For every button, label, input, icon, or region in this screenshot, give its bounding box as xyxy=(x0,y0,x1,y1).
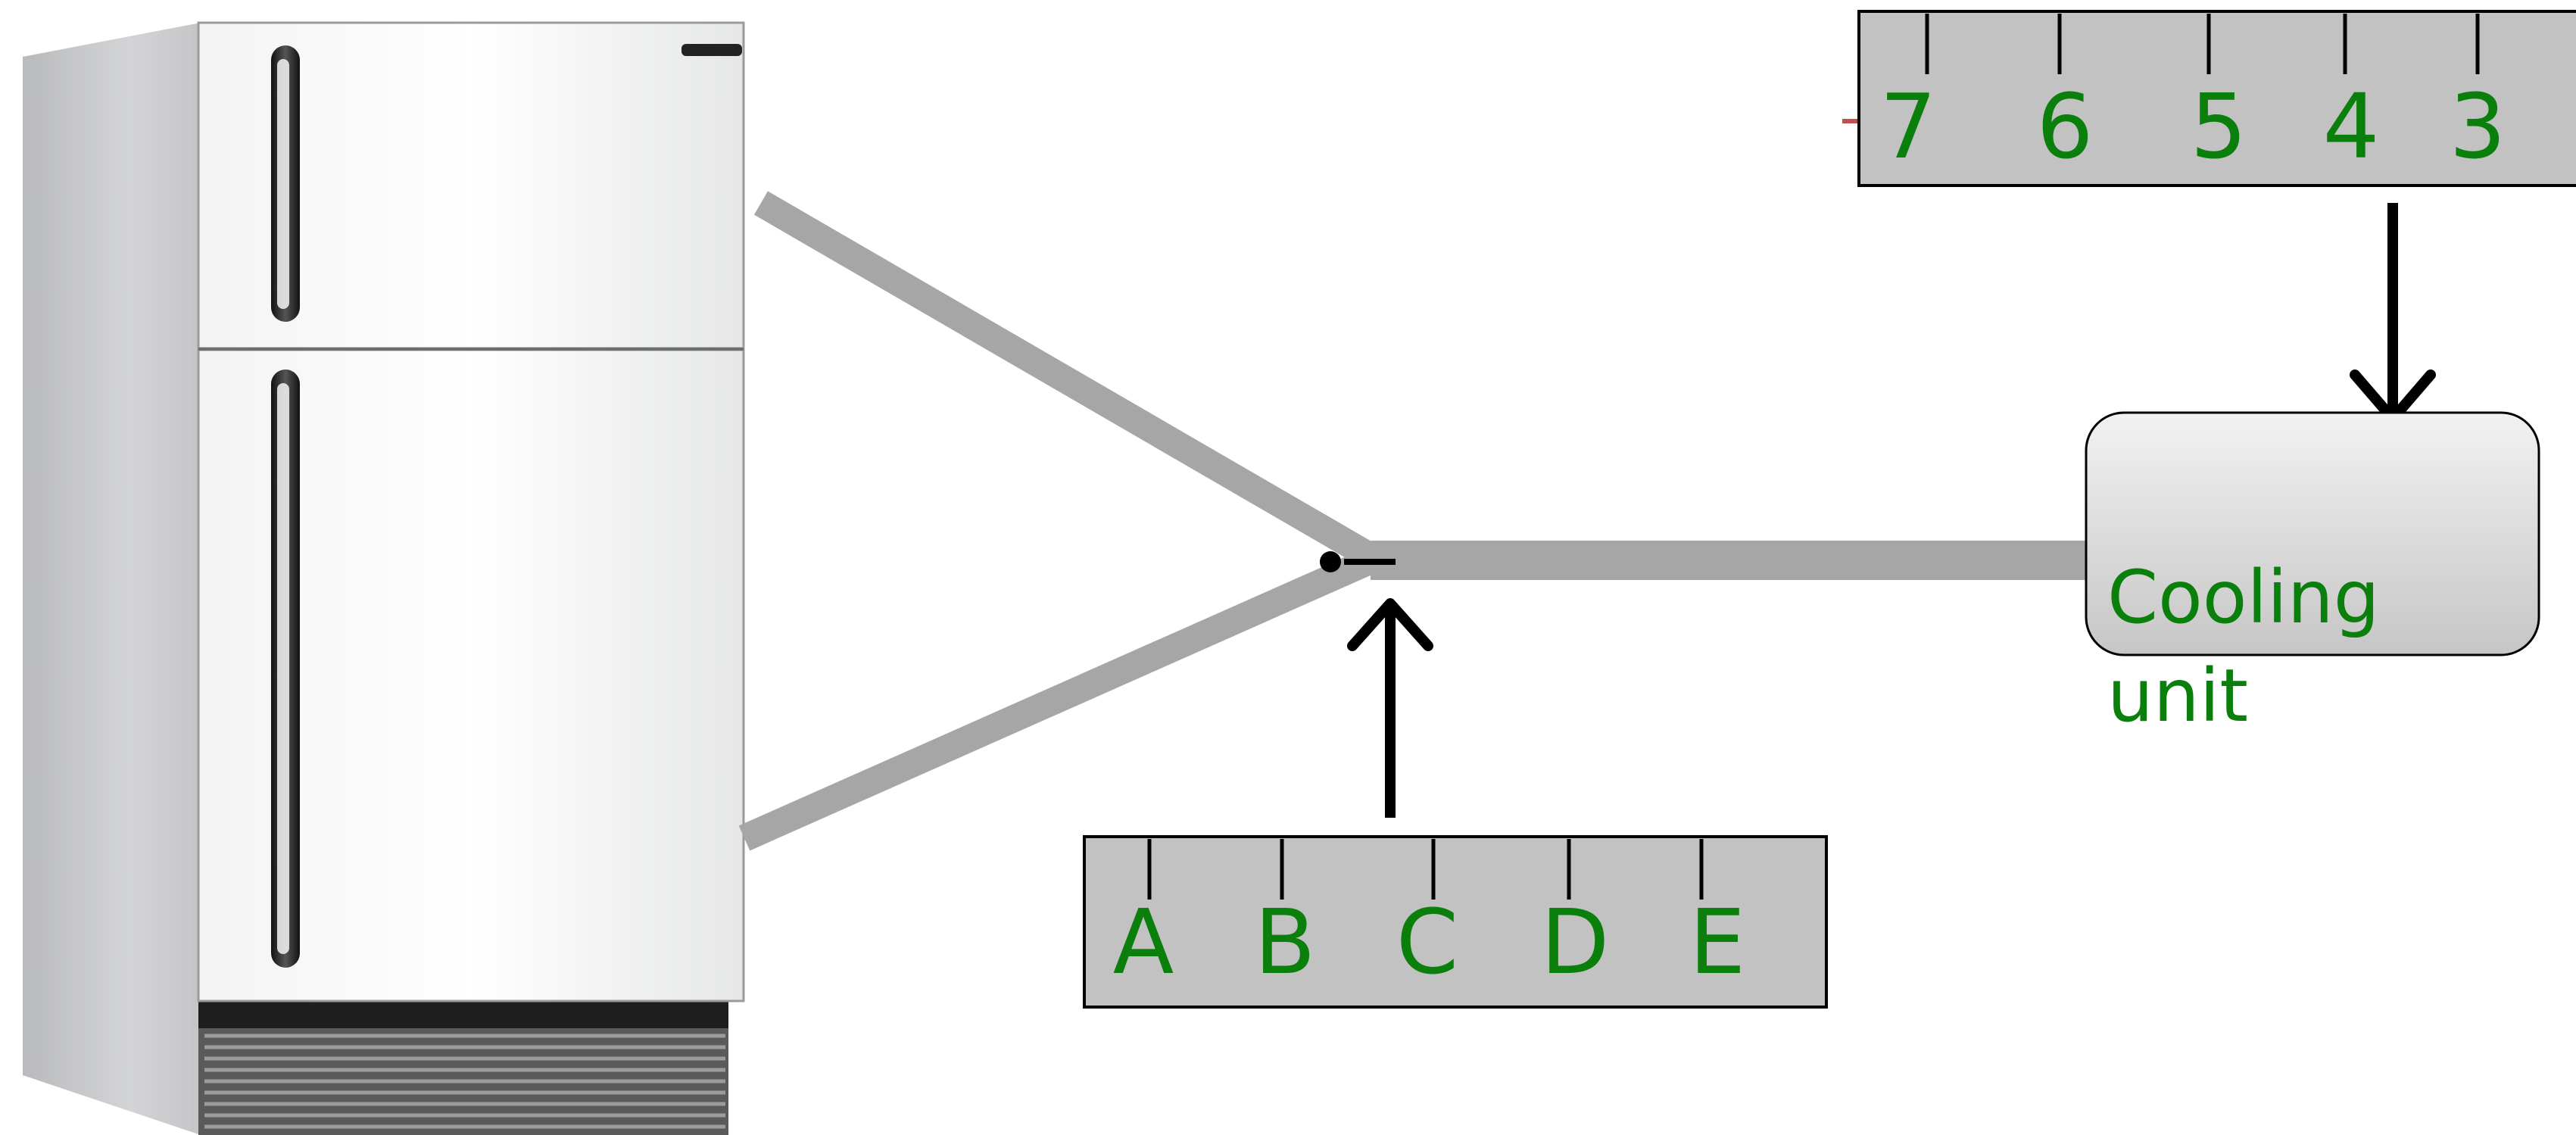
cooling-unit-label-line2: unit xyxy=(2107,653,2248,738)
fridge-side-panel xyxy=(23,23,201,1135)
cooling-unit: Cooling unit xyxy=(2085,411,2540,738)
letter-label-d: D xyxy=(1541,890,1610,994)
number-label-7: 7 xyxy=(1879,74,1936,179)
damper-pivot xyxy=(1320,551,1396,572)
air-ducts xyxy=(738,191,2105,851)
letter-label-e: E xyxy=(1689,890,1746,994)
letter-dial: A B C D E xyxy=(1083,835,1828,1009)
number-dial: 7 6 5 4 3 xyxy=(1842,10,2576,187)
number-label-6: 6 xyxy=(2036,74,2093,179)
number-dial-panel xyxy=(1857,10,2576,187)
letter-label-a: A xyxy=(1113,890,1174,994)
duct-upper xyxy=(753,191,1382,571)
top-hinge xyxy=(681,44,742,56)
damper-pivot-dot xyxy=(1320,551,1341,572)
number-label-3: 3 xyxy=(2449,74,2506,179)
cooling-unit-box xyxy=(2085,411,2540,656)
letter-label-b: B xyxy=(1255,890,1316,994)
cooling-unit-label-line1: Cooling xyxy=(2107,555,2380,640)
letter-label-c: C xyxy=(1396,890,1458,994)
fridge-base-grille xyxy=(198,998,728,1135)
number-label-5: 5 xyxy=(2190,74,2247,179)
cooling-arrow xyxy=(2350,203,2436,424)
duct-lower xyxy=(738,546,1380,851)
damper-arrow xyxy=(1347,598,1433,818)
refrigerator-illustration xyxy=(23,21,745,1135)
number-label-4: 4 xyxy=(2322,74,2379,179)
